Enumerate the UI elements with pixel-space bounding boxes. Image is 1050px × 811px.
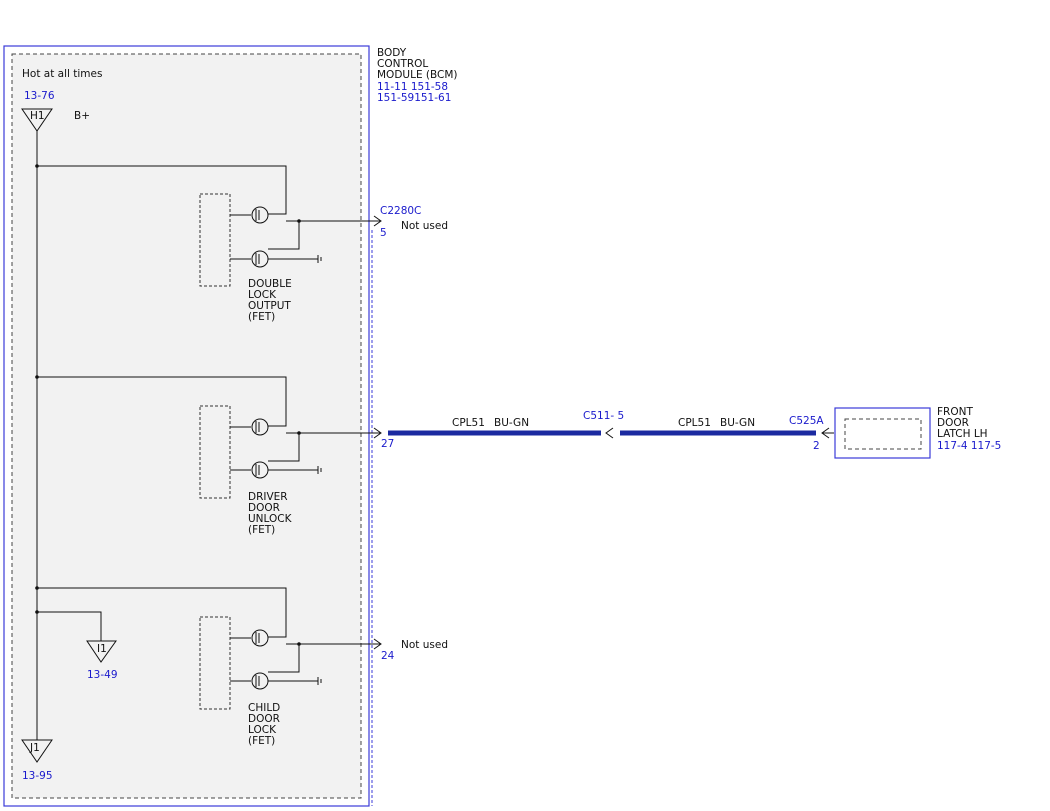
latch-refs[interactable]: 117-4 117-5 [937, 440, 1001, 452]
c511-arrow-icon [605, 427, 614, 439]
latch-outline [834, 407, 931, 459]
fet1-label-2: LOCK [248, 289, 277, 301]
fet3-label-3: LOCK [248, 724, 277, 736]
fet3-label-2: DOOR [248, 713, 280, 725]
fet2-label-4: (FET) [248, 524, 275, 536]
pin-24: 24 [381, 650, 395, 662]
fet2-label-3: UNLOCK [248, 513, 293, 525]
fet3-label-1: CHILD [248, 702, 280, 714]
bcm-ref-1[interactable]: 11-11 151-58 [377, 81, 448, 93]
not-used-1: Not used [401, 220, 448, 232]
output-driver-unlock [35, 375, 382, 499]
i1-ref[interactable]: 13-49 [87, 669, 118, 681]
c511-connector[interactable]: C511- 5 [583, 410, 624, 422]
not-used-2: Not used [401, 639, 448, 651]
latch-name-3: LATCH LH [937, 428, 988, 440]
fet3-label-4: (FET) [248, 735, 275, 747]
h1-terminal-icon [21, 108, 53, 132]
j1-terminal-icon [21, 739, 53, 763]
c525a-pin: 2 [813, 440, 820, 452]
seg2-circuit: CPL51 [678, 417, 711, 429]
bcm-inner-box [11, 53, 362, 799]
bcm-name-3: MODULE (BCM) [377, 69, 458, 81]
fet2-label-2: DOOR [248, 502, 280, 514]
output-child-lock [35, 586, 382, 710]
i1-terminal-icon [86, 640, 117, 663]
pin-27: 27 [381, 438, 394, 450]
bcm-name-2: CONTROL [377, 58, 428, 70]
seg2-color: BU-GN [720, 417, 755, 429]
c2280c-pin: 5 [380, 227, 387, 239]
i1-label: I1 [97, 643, 107, 655]
bcm-name-1: BODY [377, 47, 407, 59]
fet1-label-3: OUTPUT [248, 300, 291, 312]
seg1-color: BU-GN [494, 417, 529, 429]
c2280c-connector[interactable]: C2280C [380, 205, 421, 217]
hot-label: Hot at all times [22, 68, 102, 80]
output-double-lock [35, 164, 382, 287]
latch-inner-box [844, 418, 922, 450]
j1-ref[interactable]: 13-95 [22, 770, 53, 782]
latch-name-1: FRONT [937, 406, 973, 418]
c525a-connector[interactable]: C525A [789, 415, 824, 427]
fet1-label-4: (FET) [248, 311, 275, 323]
bcm-ref-2[interactable]: 151-59151-61 [377, 92, 451, 104]
h1-label: H1 [30, 110, 45, 122]
seg1-circuit: CPL51 [452, 417, 485, 429]
fet2-label-1: DRIVER [248, 491, 288, 503]
supply-ref[interactable]: 13-76 [24, 90, 55, 102]
b-plus-label: B+ [74, 110, 90, 122]
j1-label: J1 [29, 742, 40, 754]
latch-name-2: DOOR [937, 417, 969, 429]
fet1-label-1: DOUBLE [248, 278, 292, 290]
